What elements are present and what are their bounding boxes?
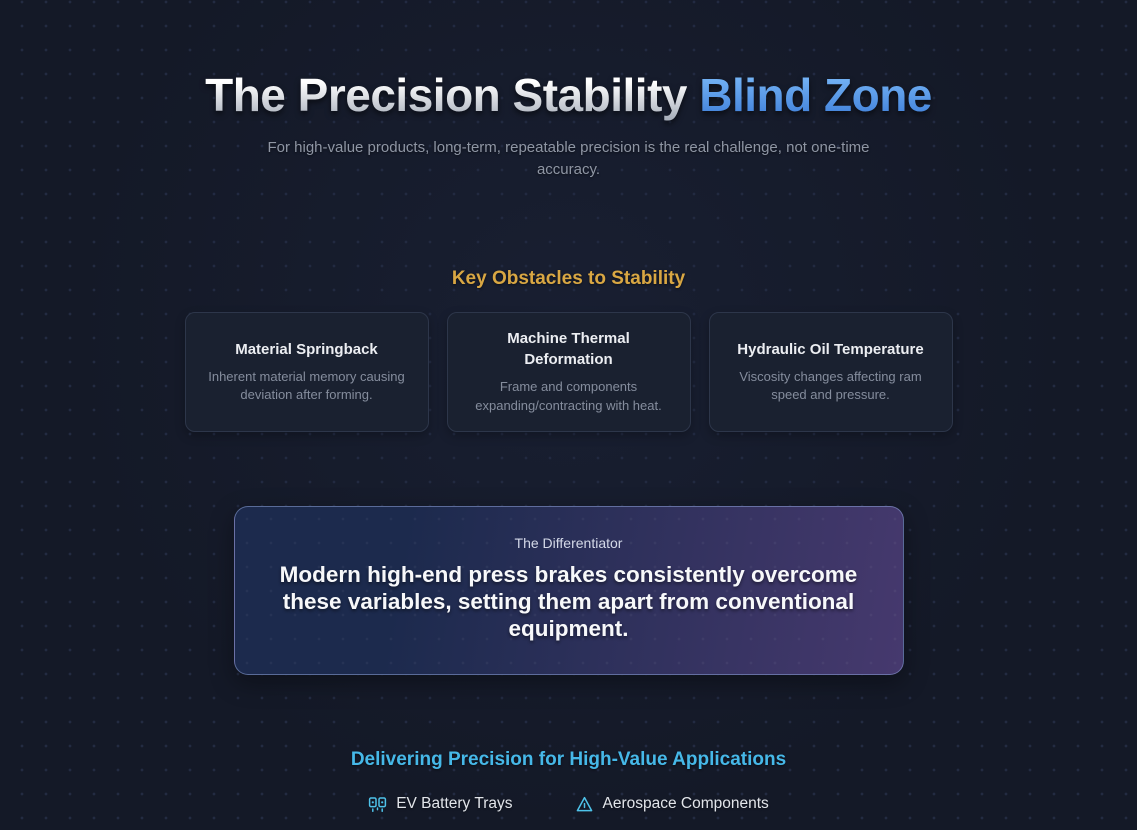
app-item-label: EV Battery Trays [396, 795, 513, 813]
obstacle-card-description: Viscosity changes affecting ram speed an… [739, 368, 922, 403]
obstacles-card-row: Material Springback Inherent material me… [184, 311, 953, 432]
obstacle-card-title: Hydraulic Oil Temperature [737, 340, 924, 358]
battery-cells-icon [369, 796, 387, 812]
obstacles-heading: Key Obstacles to Stability [451, 267, 686, 289]
obstacle-card-thermal-deformation: Machine Thermal Deformation Frame and co… [446, 311, 691, 432]
differentiator-card: The Differentiator Modern high-end press… [233, 505, 904, 675]
differentiator-statement: Modern high-end press brakes consistentl… [279, 561, 858, 641]
page-title-accent: Blind Zone [699, 69, 932, 121]
app-item-label: Aerospace Components [602, 795, 769, 813]
obstacle-card-title: Machine Thermal Deformation [507, 330, 630, 369]
obstacle-card-title: Material Springback [235, 340, 378, 358]
page-subtitle: For high-value products, long-term, repe… [267, 138, 870, 179]
obstacle-card-material-springback: Material Springback Inherent material me… [184, 311, 429, 432]
page-title-main: The Precision Stability [205, 69, 687, 121]
obstacle-card-description: Frame and components expanding/contracti… [475, 379, 662, 413]
obstacles-section: Key Obstacles to Stability Material Spri… [184, 267, 953, 432]
differentiator-label: The Differentiator [514, 534, 623, 551]
title-space [687, 69, 699, 121]
applications-section: Delivering Precision for High-Value Appl… [351, 749, 786, 814]
hero-section: The Precision Stability Blind Zone For h… [205, 70, 932, 182]
page-title: The Precision Stability Blind Zone [205, 70, 932, 121]
delta-aircraft-icon [576, 796, 592, 811]
obstacle-card-oil-temperature: Hydraulic Oil Temperature Viscosity chan… [708, 311, 953, 432]
app-item-ev-battery-trays: EV Battery Trays [368, 795, 513, 814]
app-item-aerospace-components: Aerospace Components [575, 795, 769, 814]
obstacle-card-description: Inherent material memory causing deviati… [208, 368, 405, 403]
applications-heading: Delivering Precision for High-Value Appl… [350, 748, 787, 770]
applications-row: EV Battery Trays Aerospace Components [351, 795, 786, 814]
